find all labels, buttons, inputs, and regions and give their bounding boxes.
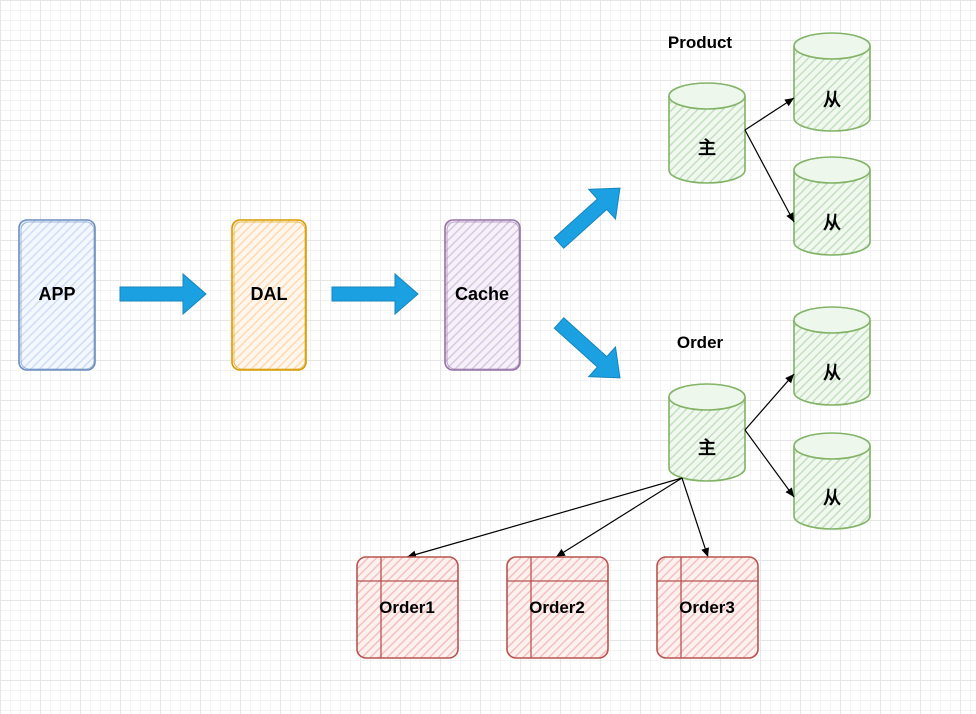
app-label: APP <box>38 284 75 304</box>
product-slave-label-1: 从 <box>823 90 841 110</box>
order-title: Order <box>677 333 724 352</box>
order-slave-label-1: 从 <box>823 363 841 383</box>
order-master-to-slave-1 <box>744 373 795 431</box>
order-master-db: 主 <box>668 383 746 482</box>
app-box: APP <box>18 219 96 371</box>
product-master-to-slave-1 <box>744 97 795 131</box>
shard-table-2: Order2 <box>506 556 609 659</box>
dal-label: DAL <box>251 284 288 304</box>
product-master-to-slave-2 <box>744 129 795 223</box>
shard-label-1: Order1 <box>379 598 435 617</box>
dal-box: DAL <box>231 219 307 371</box>
product-title: Product <box>668 33 733 52</box>
order-slave-db-1: 从 <box>793 306 871 406</box>
arrow-app-dal <box>119 272 207 316</box>
arrow-cache-product <box>553 187 621 249</box>
shard-label-3: Order3 <box>679 598 735 617</box>
order-master-to-shard-3 <box>681 477 709 558</box>
order-master-label: 主 <box>698 437 716 458</box>
order-master-to-shard-1 <box>406 477 683 559</box>
cache-label: Cache <box>455 284 509 304</box>
order-master-to-slave-2 <box>744 429 795 498</box>
shard-table-3: Order3 <box>656 556 759 659</box>
shard-label-2: Order2 <box>529 598 585 617</box>
shard-table-1: Order1 <box>356 556 459 659</box>
product-slave-db-1: 从 <box>793 32 871 132</box>
product-master-label: 主 <box>698 137 716 158</box>
order-master-to-shard-2 <box>555 477 683 558</box>
product-master-db: 主 <box>668 82 746 184</box>
product-slave-label-2: 从 <box>823 213 841 233</box>
order-slave-label-2: 从 <box>823 488 841 508</box>
cache-box: Cache <box>444 219 521 371</box>
order-slave-db-2: 从 <box>793 432 871 530</box>
arrow-dal-cache <box>331 272 419 316</box>
arrow-cache-order <box>553 317 621 379</box>
product-slave-db-2: 从 <box>793 156 871 256</box>
